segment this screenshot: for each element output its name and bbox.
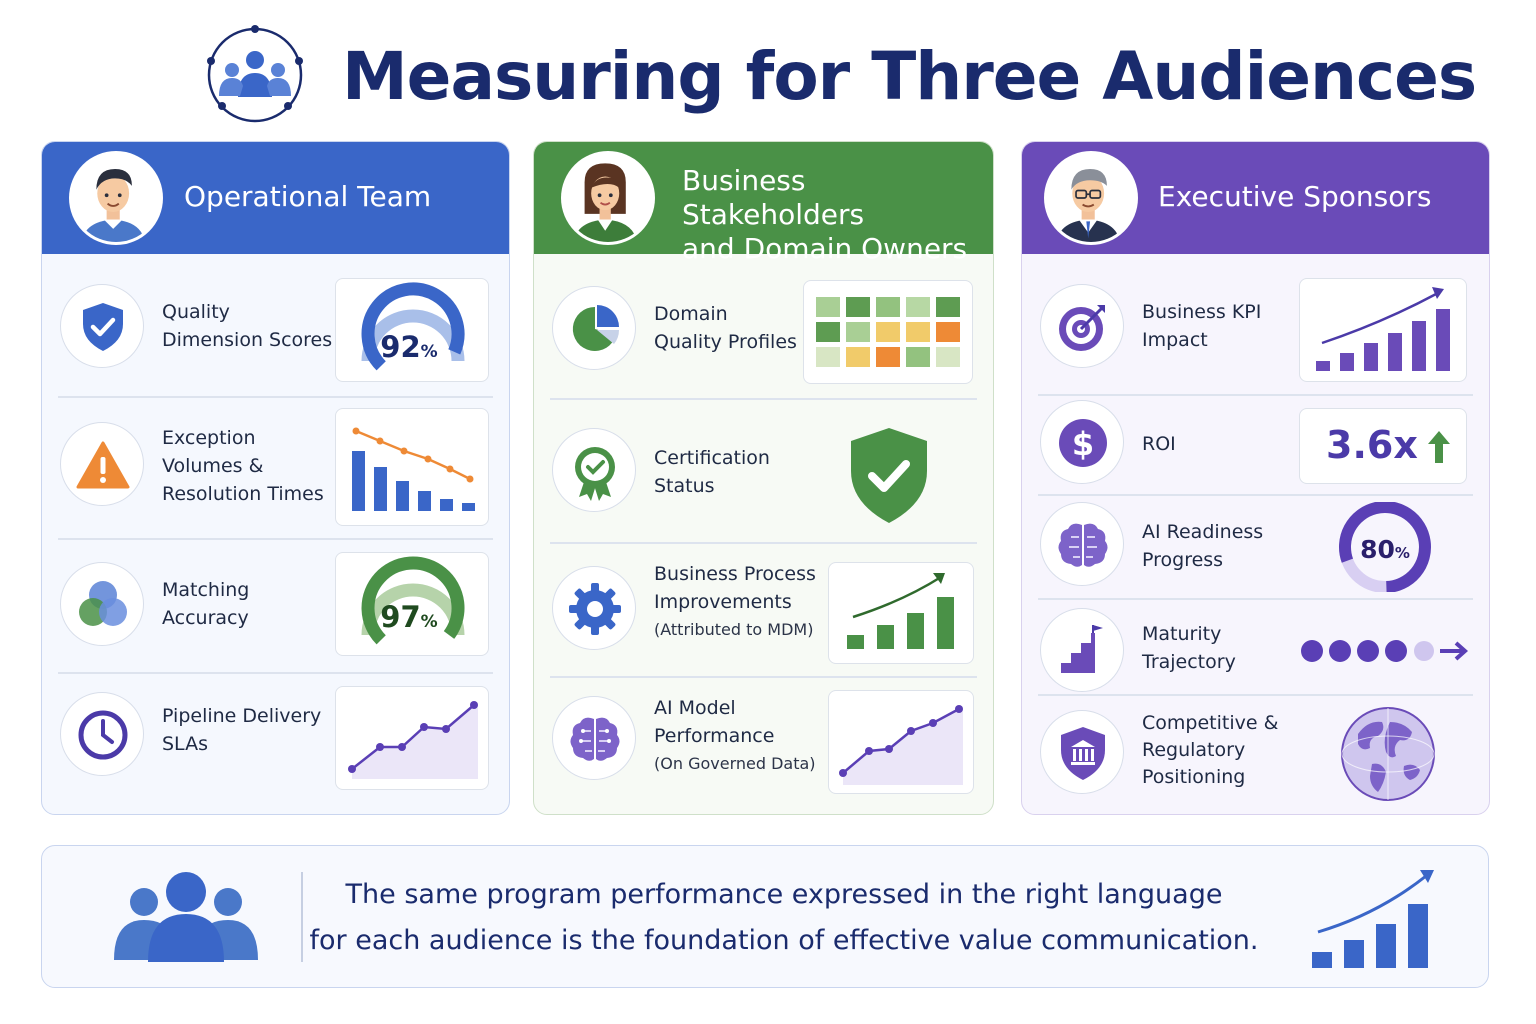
heatmap-cell bbox=[876, 347, 900, 367]
domain-quality-profiles-label: Domain Quality Profiles bbox=[654, 303, 797, 353]
quality-score-gauge: 92% bbox=[335, 278, 489, 382]
arrow-up-icon bbox=[1428, 431, 1450, 463]
executive-sponsors-column: Executive Sponsors Business KPI Impact bbox=[1021, 141, 1490, 815]
heatmap-cell bbox=[936, 347, 960, 367]
maturity-dot bbox=[1357, 640, 1379, 662]
gear-icon bbox=[552, 566, 636, 650]
ai-readiness-label: AI Readiness Progress bbox=[1142, 521, 1264, 571]
heatmap-cell bbox=[906, 297, 930, 317]
brain-circuit-icon bbox=[1040, 502, 1124, 586]
stairs-flag-icon bbox=[1040, 608, 1124, 692]
maturity-dot bbox=[1301, 640, 1323, 662]
business-avatar bbox=[561, 151, 655, 245]
quality-dimension-scores-label: Quality Dimension Scores bbox=[162, 301, 333, 351]
certification-status-row: Certification Status bbox=[550, 414, 977, 534]
shield-check-icon bbox=[60, 284, 144, 368]
pipeline-delivery-row: Pipeline Delivery SLAs bbox=[58, 686, 493, 790]
operational-team-column: Operational Team Quality Dimension Score… bbox=[41, 141, 510, 815]
growth-chart-icon bbox=[1312, 870, 1434, 968]
executive-avatar bbox=[1044, 151, 1138, 245]
executive-sponsors-title: Executive Sponsors bbox=[1158, 180, 1432, 213]
maturity-dot bbox=[1329, 640, 1351, 662]
heatmap-cell bbox=[846, 322, 870, 342]
brain-circuit-icon bbox=[552, 696, 636, 780]
maturity-dot bbox=[1414, 641, 1434, 661]
arrow-right-icon bbox=[1440, 641, 1469, 661]
exception-volumes-row: Exception Volumes & Resolution Times bbox=[58, 408, 493, 526]
matching-accuracy-gauge: 97% bbox=[335, 552, 489, 656]
roi-value: 3.6x bbox=[1326, 423, 1418, 467]
business-stakeholders-header: Business Stakeholders and Domain Owners bbox=[534, 142, 993, 265]
heatmap-cell bbox=[846, 297, 870, 317]
ai-readiness-row: AI Readiness Progress 80% bbox=[1038, 502, 1473, 592]
exception-trend-chart bbox=[335, 408, 489, 526]
quality-heatmap bbox=[803, 280, 973, 384]
business-process-row: Business Process Improvements (Attribute… bbox=[550, 560, 977, 664]
ai-readiness-gauge: 80% bbox=[1339, 502, 1431, 592]
ai-model-performance-row: AI Model Performance (On Governed Data) bbox=[550, 690, 977, 798]
operational-team-header: Operational Team bbox=[42, 142, 509, 254]
domain-quality-profiles-row: Domain Quality Profiles bbox=[550, 280, 977, 384]
quality-dimension-scores-row: Quality Dimension Scores 92% bbox=[58, 278, 493, 382]
ai-model-performance-label: AI Model Performance (On Governed Data) bbox=[654, 697, 816, 773]
operational-avatar bbox=[69, 151, 163, 245]
matching-accuracy-label: Matching Accuracy bbox=[162, 579, 250, 629]
business-kpi-row: Business KPI Impact bbox=[1038, 278, 1473, 382]
matching-accuracy-row: Matching Accuracy 97% bbox=[58, 552, 493, 656]
venn-overlap-icon bbox=[60, 562, 144, 646]
certification-status-label: Certification Status bbox=[654, 447, 770, 497]
heatmap-cell bbox=[876, 297, 900, 317]
dollar-coin-icon: $ bbox=[1040, 400, 1124, 484]
heatmap-cell bbox=[906, 347, 930, 367]
heatmap-cell bbox=[816, 347, 840, 367]
pipeline-sla-trend-chart bbox=[335, 686, 489, 790]
team-network-icon bbox=[207, 25, 303, 123]
kpi-impact-chart bbox=[1299, 278, 1467, 382]
business-stakeholders-column: Business Stakeholders and Domain Owners … bbox=[533, 141, 994, 815]
team-group-icon bbox=[114, 872, 258, 962]
certification-badge-icon bbox=[552, 428, 636, 512]
heatmap-cell bbox=[816, 297, 840, 317]
business-kpi-label: Business KPI Impact bbox=[1142, 301, 1262, 351]
business-process-label: Business Process Improvements (Attribute… bbox=[654, 563, 816, 639]
certified-shield-icon bbox=[851, 428, 927, 523]
globe-icon bbox=[1341, 707, 1435, 801]
operational-team-title: Operational Team bbox=[184, 180, 432, 213]
roi-value-box: 3.6x bbox=[1299, 408, 1467, 484]
competitive-positioning-label: Competitive & Regulatory Positioning bbox=[1142, 712, 1279, 788]
clock-icon bbox=[60, 692, 144, 776]
page-title: Measuring for Three Audiences bbox=[342, 38, 1477, 115]
svg-text:97%: 97% bbox=[380, 600, 437, 634]
maturity-dot bbox=[1385, 640, 1407, 662]
svg-text:92%: 92% bbox=[380, 330, 437, 364]
warning-triangle-icon bbox=[60, 422, 144, 506]
business-stakeholders-title: Business Stakeholders and Domain Owners bbox=[682, 164, 968, 265]
ai-model-trend-chart bbox=[828, 690, 974, 794]
pie-chart-icon bbox=[552, 286, 636, 370]
heatmap-cell bbox=[906, 322, 930, 342]
maturity-trajectory-row: Maturity Trajectory bbox=[1038, 608, 1473, 692]
exception-volumes-label: Exception Volumes & Resolution Times bbox=[162, 427, 324, 505]
roi-row: $ ROI 3.6x bbox=[1038, 400, 1473, 484]
summary-banner: The same program performance expressed i… bbox=[41, 845, 1489, 988]
heatmap-cell bbox=[936, 297, 960, 317]
target-icon bbox=[1040, 284, 1124, 368]
executive-sponsors-header: Executive Sponsors bbox=[1022, 142, 1489, 254]
summary-quote: The same program performance expressed i… bbox=[309, 879, 1259, 956]
competitive-positioning-row: Competitive & Regulatory Positioning bbox=[1038, 704, 1473, 804]
shield-bank-icon bbox=[1040, 710, 1124, 794]
roi-label: ROI bbox=[1142, 433, 1176, 455]
heatmap-cell bbox=[816, 322, 840, 342]
svg-text:$: $ bbox=[1072, 425, 1094, 463]
process-improvement-chart bbox=[828, 562, 974, 664]
svg-text:80%: 80% bbox=[1360, 535, 1410, 564]
maturity-trajectory-label: Maturity Trajectory bbox=[1142, 623, 1236, 673]
maturity-progress-dots bbox=[1301, 640, 1469, 662]
heatmap-cell bbox=[936, 322, 960, 342]
heatmap-cell bbox=[846, 347, 870, 367]
heatmap-cell bbox=[876, 322, 900, 342]
pipeline-delivery-label: Pipeline Delivery SLAs bbox=[162, 705, 322, 755]
title-area: Measuring for Three Audiences bbox=[0, 18, 1536, 128]
